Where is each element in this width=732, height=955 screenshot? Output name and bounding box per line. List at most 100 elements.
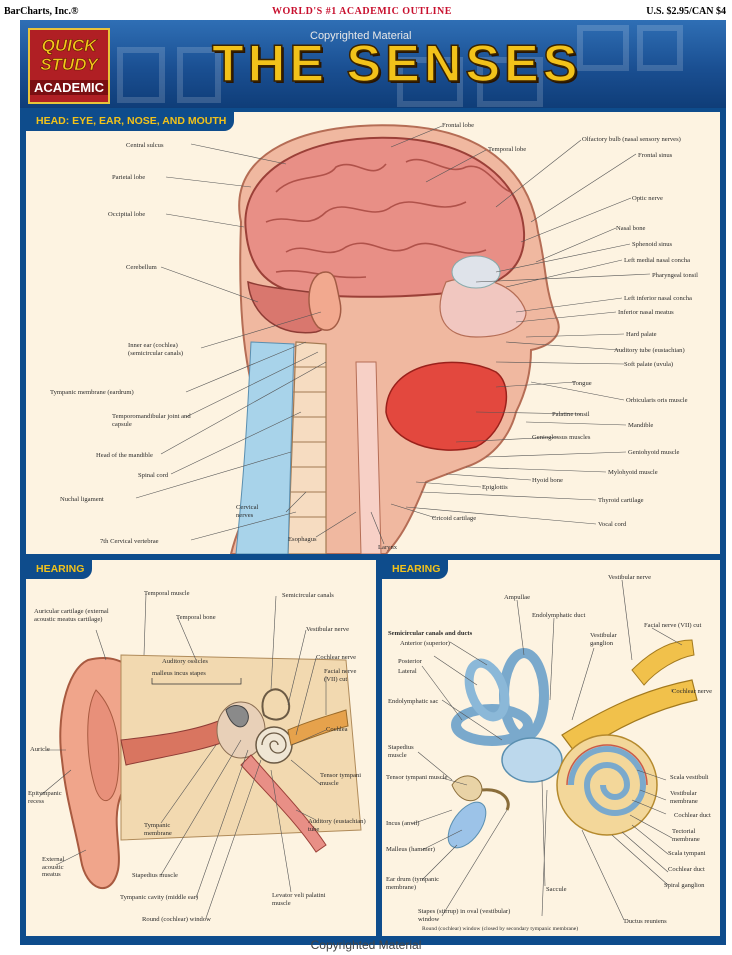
label-endolymphatic-sac: Endolymphatic sac [388, 698, 438, 706]
label-nuchal-ligament: Nuchal ligament [60, 496, 104, 504]
label-tympanic-membrane-left: Tympanic membrane [144, 822, 194, 837]
label-tensor-tympani: Tensor tympani muscle [320, 772, 370, 787]
label-levator: Levator veli palatini muscle [272, 892, 326, 907]
label-esophagus: Esophagus [288, 536, 317, 544]
copyright-watermark-bottom: Copyrighted Material [0, 938, 732, 952]
label-anterior: Anterior (superior) [400, 640, 450, 648]
label-facial-nerve: Facial nerve (VII) cut [324, 668, 368, 683]
label-auditory-tube: Auditory tube (eustachian) [614, 347, 685, 355]
label-facial-nerve-right: Facial nerve (VII) cut [644, 622, 701, 630]
label-mandible: Mandible [628, 422, 653, 430]
label-ossicles-names: malleus incus stapes [152, 670, 206, 678]
label-inferior-meatus: Inferior nasal meatus [618, 309, 674, 317]
label-external-meatus: External acoustic meatus [42, 856, 82, 879]
page-title: THE SENSES [212, 34, 581, 94]
logo-line-3: ACADEMIC [30, 80, 108, 95]
label-frontal-lobe: Frontal lobe [442, 122, 474, 130]
label-spiral-ganglion: Spiral ganglion [664, 882, 704, 890]
label-vestibular-nerve: Vestibular nerve [306, 626, 349, 634]
label-vestibular-membrane: Vestibular membrane [670, 790, 718, 805]
label-orbicularis: Orbicularis oris muscle [626, 397, 688, 405]
top-info-bar: BarCharts, Inc.® WORLD'S #1 ACADEMIC OUT… [0, 0, 732, 20]
label-scala-vestibuli: Scala vestibuli [670, 774, 709, 782]
label-frontal-sinus: Frontal sinus [638, 152, 672, 160]
hearing-left-title: HEARING [26, 560, 92, 579]
label-vestibular-nerve-right: Vestibular nerve [608, 574, 651, 582]
label-stapedius-left: Stapedius muscle [132, 872, 178, 880]
label-tympanic-membrane: Tympanic membrane (eardrum) [50, 389, 134, 397]
label-round-window-right: Round (cochlear) window (closed by secon… [422, 926, 578, 934]
hearing-left-panel: HEARING Temporal muscle Temporal bone Au… [26, 560, 376, 936]
label-cochlear-nerve-right: Cochlear nerve [672, 688, 712, 696]
label-ductus-reuniens: Ductus reuniens [624, 918, 667, 926]
label-semicircular-ducts: Semicircular canals and ducts [388, 630, 472, 638]
label-epiglottis: Epiglottis [482, 484, 508, 492]
label-endolymphatic-duct: Endolymphatic duct [532, 612, 585, 620]
label-cervical-vertebrae: 7th Cervical vertebrae [100, 538, 159, 546]
label-parietal-lobe: Parietal lobe [112, 174, 145, 182]
label-hyoid: Hyoid bone [532, 477, 563, 485]
label-incus: Incus (anvil) [386, 820, 420, 828]
quick-study-logo: QUICK STUDY ACADEMIC [28, 28, 110, 104]
label-head-mandible: Head of the mandible [96, 452, 153, 460]
label-palatine-tonsil: Palatine tonsil [552, 411, 590, 419]
label-semicircular-canals: Semicircular canals [282, 592, 334, 600]
label-thyroid-cartilage: Thyroid cartilage [598, 497, 644, 505]
label-ampullae: Ampullae [504, 594, 530, 602]
label-sphenoid-sinus: Sphenoid sinus [632, 241, 672, 249]
label-left-medial-concha: Left medial nasal concha [624, 257, 690, 265]
label-posterior: Posterior [398, 658, 422, 666]
label-geniohyoid: Geniohyoid muscle [628, 449, 679, 457]
label-spinal-cord: Spinal cord [138, 472, 168, 480]
label-inner-ear: Inner ear (cochlea) (semicircular canals… [128, 342, 206, 357]
label-malleus: Malleus (hammer) [386, 846, 435, 854]
label-tongue: Tongue [572, 380, 592, 388]
label-occipital-lobe: Occipital lobe [108, 211, 145, 219]
price: U.S. $2.95/CAN $4 [646, 6, 726, 17]
label-nasal-bone: Nasal bone [616, 225, 645, 233]
label-round-window-left: Round (cochlear) window [142, 916, 211, 924]
label-cerebellum: Cerebellum [126, 264, 157, 272]
label-cochlear-nerve: Cochlear nerve [316, 654, 356, 662]
publisher-name: BarCharts, Inc.® [4, 6, 78, 17]
label-lateral: Lateral [398, 668, 417, 676]
label-larynx: Larynx [378, 544, 397, 552]
hearing-right-title: HEARING [382, 560, 448, 579]
label-temporal-lobe: Temporal lobe [488, 146, 526, 154]
label-soft-palate: Soft palate (uvula) [624, 361, 673, 369]
label-tmj: Temporomandibular joint and capsule [112, 413, 192, 428]
label-tympanic-cavity: Tympanic cavity (middle ear) [120, 894, 198, 902]
label-cervical-nerves: Cervical nerves [236, 504, 276, 519]
label-saccule: Saccule [546, 886, 567, 894]
label-tensor-tympani-right: Tensor tympani muscle [386, 774, 447, 782]
label-hard-palate: Hard palate [626, 331, 657, 339]
label-ear-drum: Ear drum (tympanic membrane) [386, 876, 450, 891]
label-auditory-ossicles: Auditory ossicles [162, 658, 208, 666]
label-temporal-bone: Temporal bone [176, 614, 216, 622]
label-auricle: Auricle [30, 746, 50, 754]
label-left-inferior-concha: Left inferior nasal concha [624, 295, 692, 303]
label-vocal-cord: Vocal cord [598, 521, 626, 529]
hearing-right-panel: HEARING Vestibular nerve Ampullae Endoly… [382, 560, 720, 936]
label-stapes: Stapes (stirrup) in oval (vestibular) wi… [418, 908, 528, 923]
label-vestibular-ganglion: Vestibular ganglion [590, 632, 638, 647]
head-panel: HEAD: EYE, EAR, NOSE, AND MOUTH Central … [26, 112, 720, 554]
label-olfactory-bulb: Olfactory bulb (nasal sensory nerves) [582, 136, 681, 144]
label-temporal-muscle: Temporal muscle [144, 590, 190, 598]
tagline: WORLD'S #1 ACADEMIC OUTLINE [272, 6, 452, 17]
logo-line-2: STUDY [30, 55, 108, 74]
label-auditory-tube-left: Auditory (eustachian) tube [308, 818, 368, 833]
head-panel-title: HEAD: EYE, EAR, NOSE, AND MOUTH [26, 112, 234, 131]
label-scala-tympani: Scala tympani [668, 850, 706, 858]
label-mylohyoid: Mylohyoid muscle [608, 469, 658, 477]
label-central-sulcus: Central sulcus [126, 142, 164, 150]
label-cricoid: Cricoid cartilage [432, 515, 476, 523]
label-optic-nerve: Optic nerve [632, 195, 663, 203]
label-cochlear-duct-2: Cochlear duct [668, 866, 705, 874]
label-epitympanic: Epitympanic recess [28, 790, 74, 805]
label-stapedius-right: Stapedius muscle [388, 744, 428, 759]
label-tectorial-membrane: Tectorial membrane [672, 828, 718, 843]
label-genioglossus: Genioglossus muscles [532, 434, 590, 442]
label-pharyngeal-tonsil: Pharyngeal tonsil [652, 272, 698, 280]
label-cochlear-duct-1: Cochlear duct [674, 812, 711, 820]
